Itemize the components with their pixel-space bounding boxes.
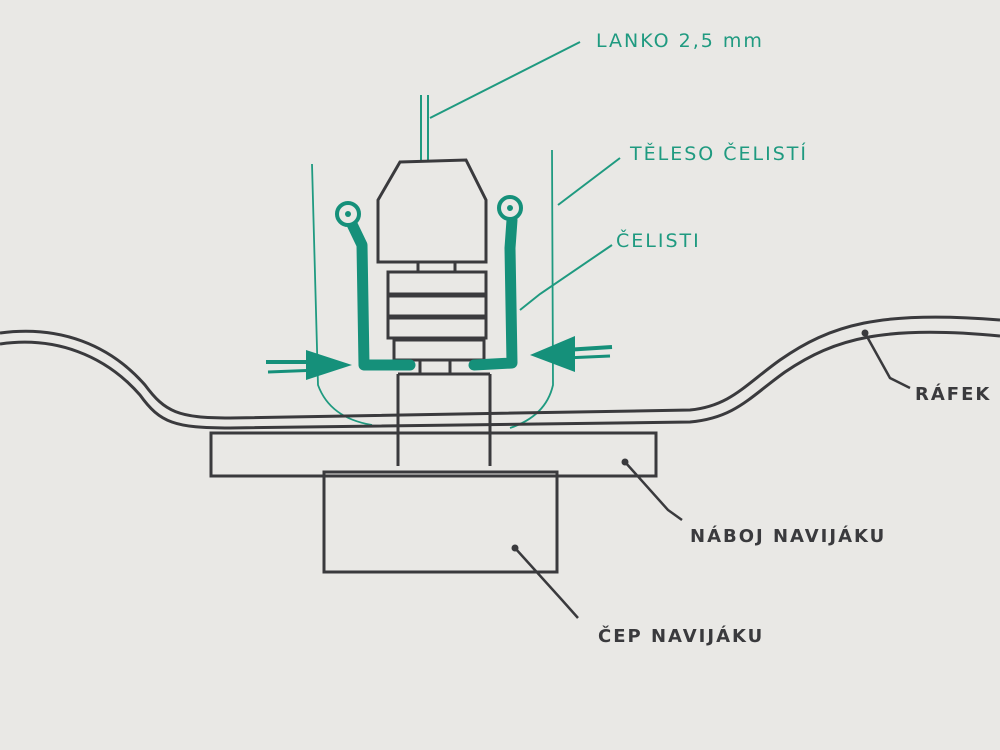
leader-lines bbox=[429, 41, 911, 619]
arrow-left-icon bbox=[266, 350, 352, 380]
label-winch-pin: ČEP NAVIJÁKU bbox=[598, 625, 764, 647]
rim bbox=[0, 315, 1000, 430]
jaw-body-outline bbox=[311, 149, 554, 429]
label-rim: RÁFEK bbox=[915, 383, 991, 405]
winch-hub bbox=[209, 431, 658, 478]
label-wire-rope: LANKO 2,5 mm bbox=[596, 30, 764, 52]
clamp-core bbox=[376, 158, 492, 466]
jaws bbox=[335, 195, 523, 371]
label-jaws: ČELISTI bbox=[616, 228, 701, 252]
label-jaw-body: TĚLESO ČELISTÍ bbox=[629, 141, 808, 165]
label-winch-hub: NÁBOJ NAVIJÁKU bbox=[690, 525, 886, 547]
wire-rope bbox=[420, 95, 429, 162]
arrow-right-icon bbox=[530, 336, 613, 372]
winch-pin bbox=[322, 470, 559, 574]
